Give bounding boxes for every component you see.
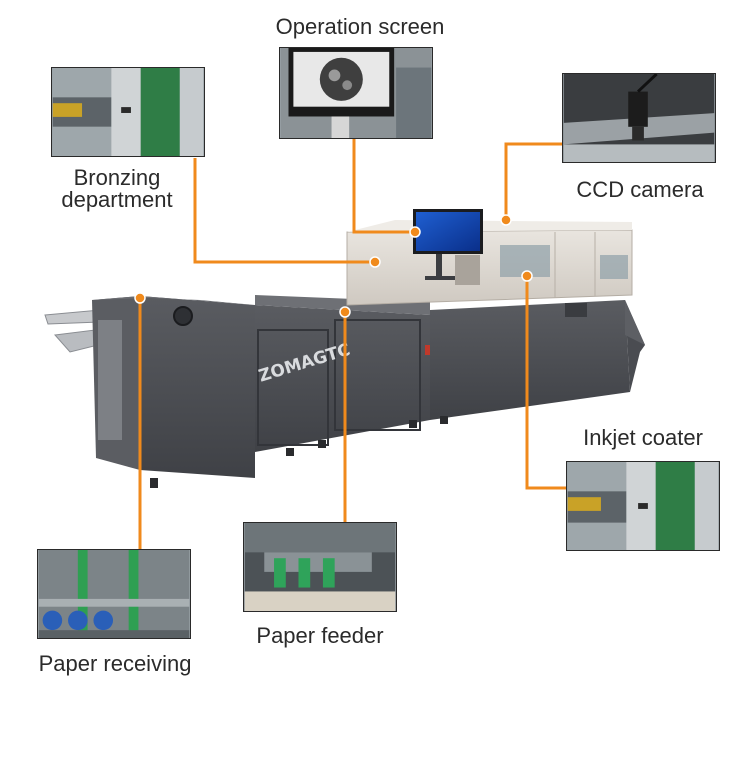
callout-ccd-camera — [504, 142, 562, 220]
dot-operation-screen — [409, 226, 421, 238]
label-bronzing-line2: department — [61, 187, 173, 212]
label-bronzing-line1: Bronzing — [73, 165, 161, 190]
feeder-tray — [44, 309, 101, 353]
callout-lines — [138, 138, 566, 550]
label-ccd-camera: CCD camera — [576, 177, 704, 202]
operation-screen-photo — [279, 47, 433, 139]
callout-bronzing — [193, 158, 375, 264]
dot-bronzing — [369, 256, 381, 268]
paper-feeder-photo — [243, 522, 397, 612]
paper-receiving-photo — [37, 549, 191, 639]
label-paper-feeder: Paper feeder — [256, 623, 384, 648]
machine-feet — [150, 416, 448, 488]
machine-left-unit — [92, 296, 255, 478]
operation-monitor — [413, 209, 483, 280]
bronzing-department-photo — [51, 67, 205, 157]
inkjet-coater-photo — [566, 461, 720, 551]
callout-dots — [134, 214, 533, 318]
callout-operation-screen — [352, 138, 415, 234]
dot-paper-feeder — [339, 306, 351, 318]
ccd-camera-photo — [562, 73, 716, 163]
machine-right-base — [430, 300, 645, 420]
label-paper-receiving: Paper receiving — [38, 651, 192, 676]
label-inkjet-coater: Inkjet coater — [583, 425, 703, 450]
label-operation-screen: Operation screen — [275, 14, 445, 39]
dot-ccd-camera — [500, 214, 512, 226]
dot-paper-receiving — [134, 292, 146, 304]
machine-middle-unit — [255, 295, 431, 452]
dot-inkjet-coater — [521, 270, 533, 282]
callout-inkjet-coater — [525, 276, 566, 490]
